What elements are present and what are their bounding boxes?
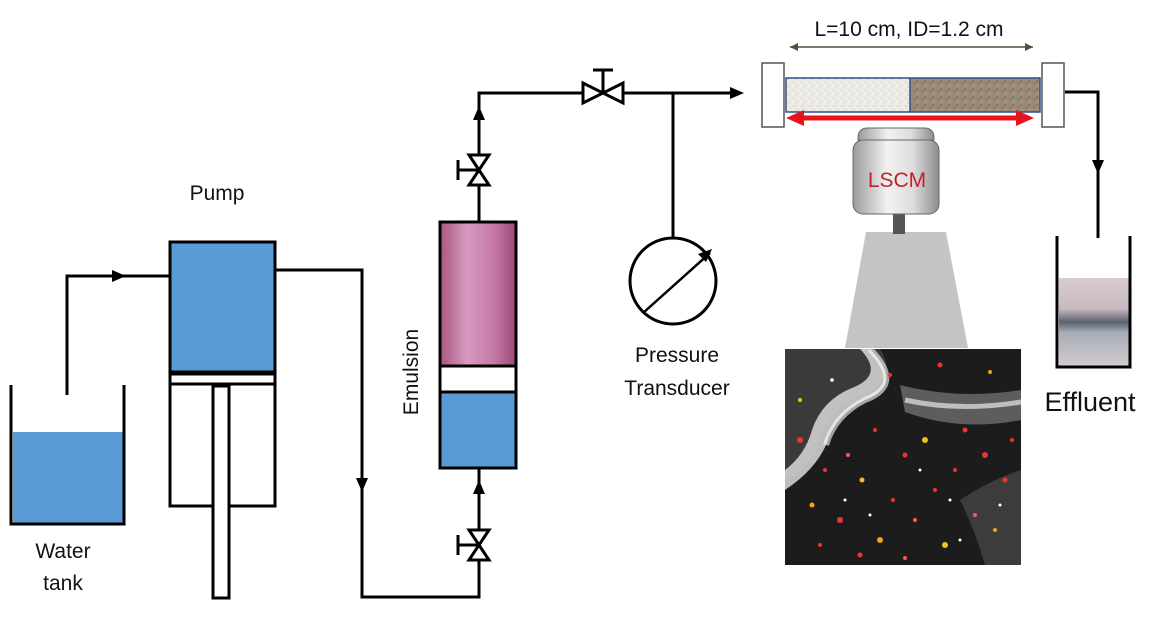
core-column bbox=[761, 43, 1065, 128]
pressure-transducer-label-line2: Transducer bbox=[624, 377, 729, 400]
water-chamber bbox=[438, 390, 518, 470]
pressure-gauge-icon bbox=[628, 236, 718, 326]
water-tank bbox=[9, 385, 126, 526]
pump-piston-rod bbox=[211, 384, 231, 600]
water-tank-label-line2: tank bbox=[43, 572, 83, 595]
valve-icon bbox=[581, 68, 625, 106]
microscopy-image bbox=[785, 346, 1022, 565]
pump-piston-head bbox=[168, 372, 277, 386]
emulsion-chamber bbox=[438, 220, 518, 368]
pipe-outlet bbox=[1065, 90, 1100, 238]
flow-arrows bbox=[112, 87, 1104, 494]
effluent-liquid bbox=[1059, 278, 1129, 366]
column-outlet-cap bbox=[1041, 62, 1065, 128]
water-tank-label-line1: Water bbox=[35, 540, 90, 563]
pump-label: Pump bbox=[190, 182, 245, 205]
flow-arrow-icon bbox=[730, 87, 744, 99]
column-inlet-cap bbox=[761, 62, 785, 128]
beaker-walls bbox=[1055, 236, 1132, 369]
valve-icon bbox=[456, 153, 492, 187]
flow-arrow-icon bbox=[356, 478, 368, 492]
tank-walls bbox=[9, 385, 126, 526]
flow-arrow-icon bbox=[473, 480, 485, 494]
pressure-transducer-label-line1: Pressure bbox=[635, 344, 719, 367]
column-section-light-sand bbox=[786, 78, 910, 112]
tank-water bbox=[13, 432, 123, 524]
valve-icon bbox=[456, 528, 492, 562]
lscm-label: LSCM bbox=[868, 169, 926, 192]
emulsion-accumulator bbox=[438, 220, 518, 470]
emulsion-label: Emulsion bbox=[400, 329, 423, 415]
pump-chamber bbox=[168, 240, 277, 374]
effluent-label: Effluent bbox=[1044, 387, 1136, 417]
flow-arrow-icon bbox=[473, 106, 485, 120]
effluent-beaker bbox=[1055, 236, 1132, 369]
light-cone bbox=[845, 232, 968, 348]
accumulator-piston bbox=[438, 364, 518, 394]
particle-dots bbox=[797, 362, 1014, 560]
pump bbox=[168, 240, 277, 600]
pipe-tank-to-pump bbox=[65, 274, 170, 395]
flow-arrow-icon bbox=[112, 270, 126, 282]
lscm-microscope bbox=[845, 127, 968, 348]
column-dimensions-label: L=10 cm, ID=1.2 cm bbox=[814, 18, 1003, 41]
column-section-dark-sand bbox=[910, 78, 1040, 112]
pipe-emulsion-to-line bbox=[477, 91, 740, 222]
flow-arrow-icon bbox=[1092, 160, 1104, 174]
column-tube bbox=[785, 77, 1041, 113]
